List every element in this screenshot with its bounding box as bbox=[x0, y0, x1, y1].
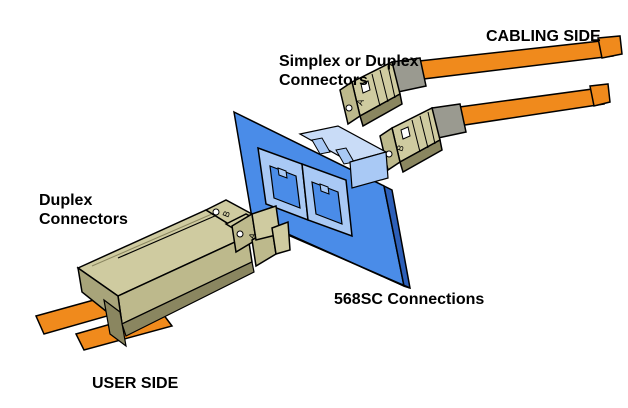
duplex-line2: Connectors bbox=[39, 211, 128, 228]
simplex-duplex-line1: Simplex or Duplex bbox=[279, 53, 419, 70]
user-side-label: USER SIDE bbox=[92, 375, 179, 392]
cabling-side-label: CABLING SIDE bbox=[486, 28, 601, 45]
simplex-duplex-line2: Connectors bbox=[279, 72, 368, 89]
cabling-upper-mark: A bbox=[354, 98, 365, 107]
simplex-duplex-label: Simplex or Duplex Connectors bbox=[279, 52, 419, 90]
duplex-connectors-label: Duplex Connectors bbox=[39, 191, 128, 229]
cabling-connector-lower: B bbox=[379, 103, 467, 174]
user-upper-mark: B bbox=[221, 209, 233, 218]
connections-label: 568SC Connections bbox=[334, 291, 485, 308]
cabling-lower-mark: B bbox=[394, 144, 405, 153]
wall-plate bbox=[233, 110, 411, 290]
user-lower-mark: A bbox=[247, 231, 259, 240]
cabling-connector-upper: A bbox=[339, 57, 427, 128]
user-duplex-connector: B A bbox=[76, 199, 291, 348]
cabling-fiber-lower bbox=[451, 83, 611, 127]
duplex-line1: Duplex bbox=[39, 192, 93, 209]
